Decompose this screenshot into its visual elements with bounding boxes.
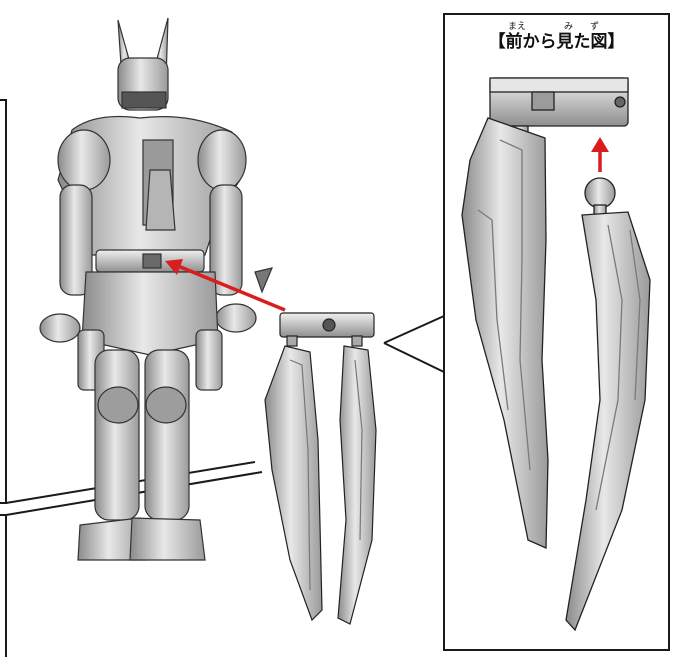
inset-title: 【前から見た図】 bbox=[444, 32, 669, 52]
furigana-zu: ず bbox=[590, 22, 599, 32]
tail-part-assembled bbox=[265, 313, 376, 624]
inset-pointer bbox=[384, 316, 444, 372]
inset-title-furigana: まえ み ず bbox=[444, 22, 669, 32]
inset-caption: まえ み ず 【前から見た図】 bbox=[444, 22, 669, 52]
furigana-mi: み bbox=[564, 22, 573, 32]
furigana-mae: まえ bbox=[508, 22, 526, 32]
